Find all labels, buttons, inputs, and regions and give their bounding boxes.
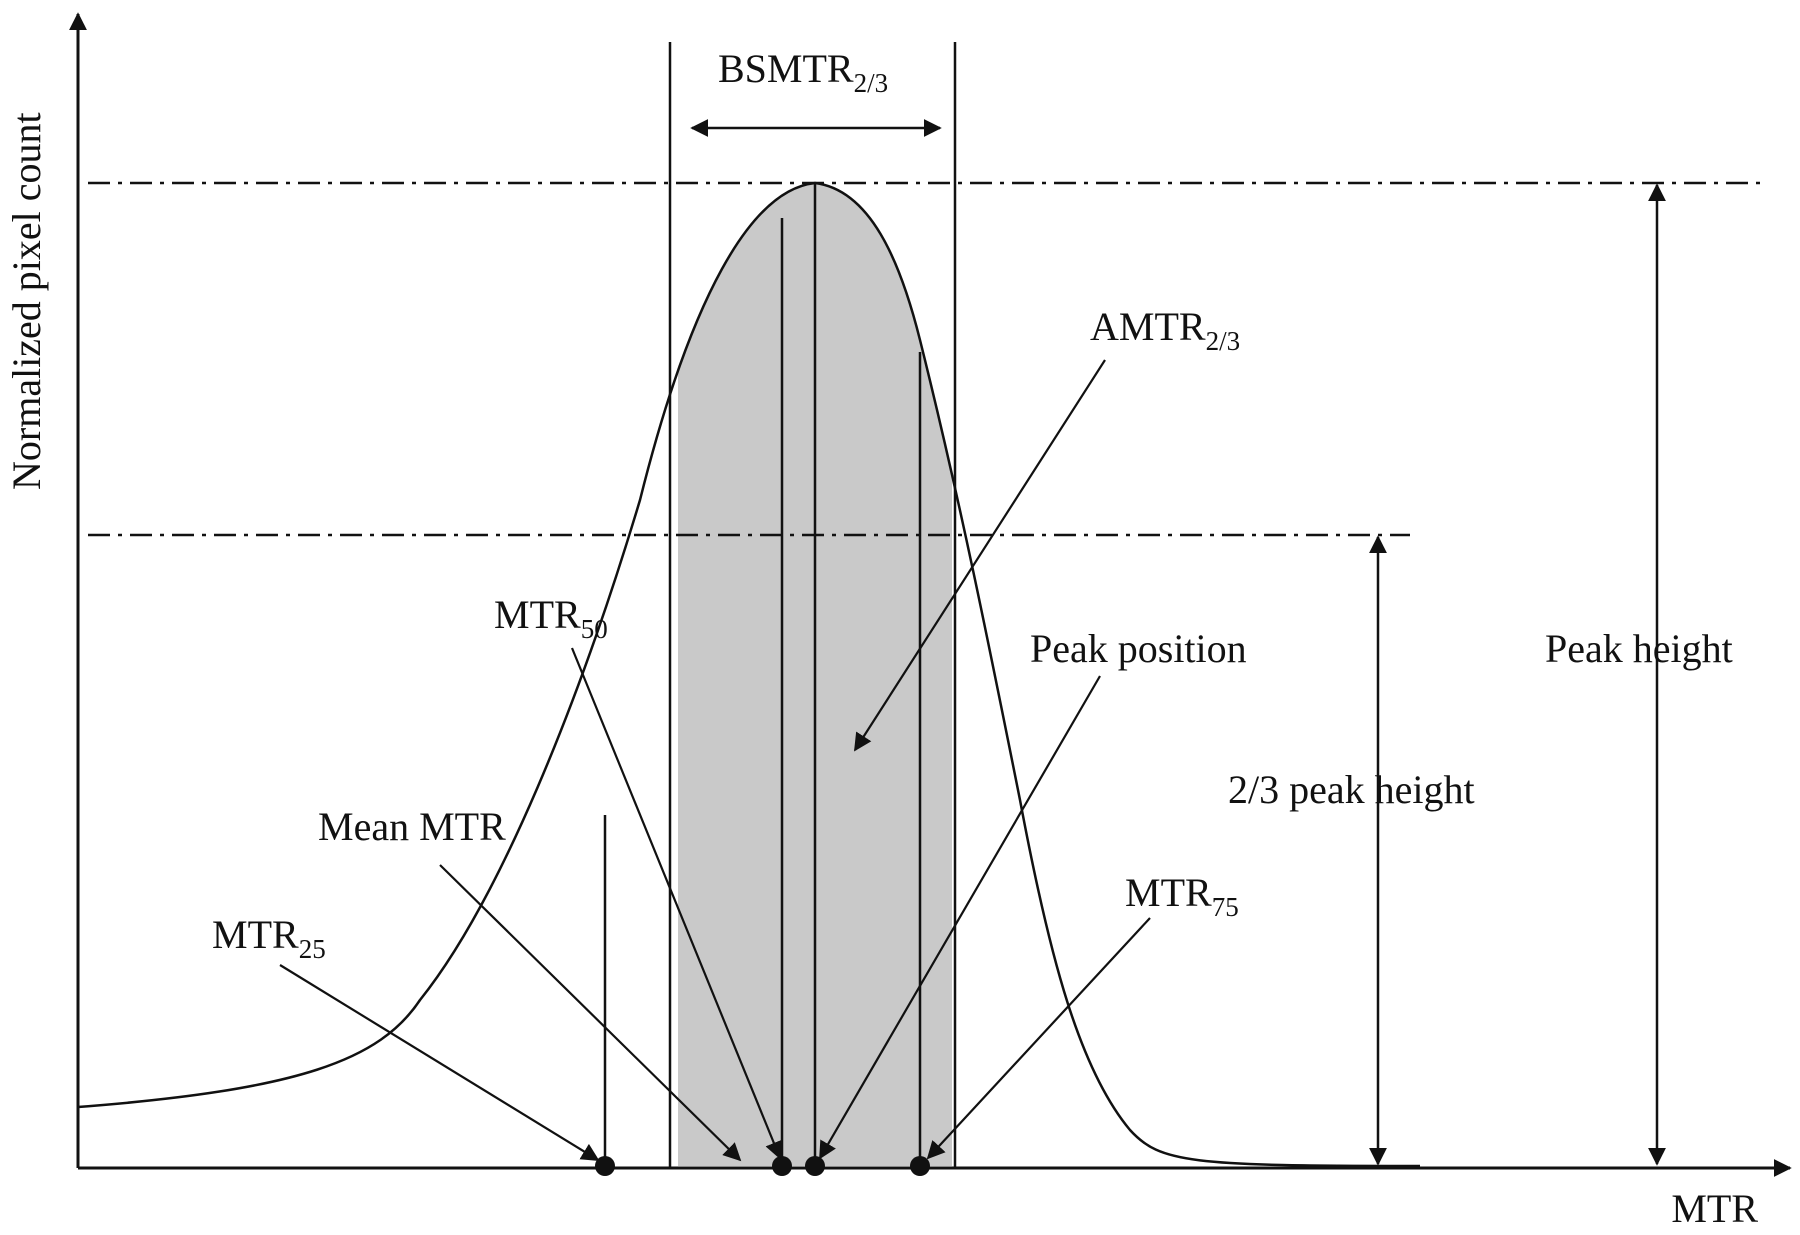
- peak-height-label: Peak height: [1545, 626, 1733, 671]
- mtr75-label-sub: 75: [1212, 892, 1239, 922]
- mtr25-pointer-arrow: [279, 964, 600, 1161]
- peak-position-label: Peak position: [1030, 626, 1247, 671]
- mtr75-dot: [910, 1156, 930, 1176]
- bsmtr-label-base: BSMTR: [718, 46, 854, 91]
- two-thirds-peak-height-label: 2/3 peak height: [1228, 767, 1475, 812]
- mtr50-pointer-arrow: [570, 647, 783, 1160]
- y-axis-label: Normalized pixel count: [4, 112, 49, 490]
- mtr50-label: MTR50: [494, 592, 608, 644]
- amtr-label: AMTR2/3: [1090, 304, 1240, 356]
- mtr50-label-sub: 50: [581, 614, 608, 644]
- mean-mtr-pointer-arrow: [439, 864, 742, 1162]
- amtr-label-sub: 2/3: [1206, 326, 1241, 356]
- mtr50-dot: [772, 1156, 792, 1176]
- x-axis-label: MTR: [1671, 1186, 1758, 1230]
- mtr25-label-sub: 25: [299, 934, 326, 964]
- mtr75-label-base: MTR: [1125, 870, 1212, 915]
- bsmtr-label-sub: 2/3: [854, 68, 889, 98]
- mtr50-label-base: MTR: [494, 592, 581, 637]
- mtr75-label: MTR75: [1125, 870, 1239, 922]
- bsmtr-label: BSMTR2/3: [718, 46, 888, 98]
- mean-mtr-label: Mean MTR: [318, 804, 506, 849]
- peak-position-pointer-arrow: [819, 675, 1101, 1160]
- amtr-pointer-arrow: [854, 359, 1106, 752]
- mtr25-label-base: MTR: [212, 912, 299, 957]
- histogram-curve: [77, 181, 1421, 1168]
- amtr-label-base: AMTR: [1090, 304, 1206, 349]
- peak-position-dot: [805, 1156, 825, 1176]
- mtr75-pointer-arrow: [926, 917, 1151, 1160]
- mtr25-dot: [595, 1156, 615, 1176]
- mtr25-label: MTR25: [212, 912, 326, 964]
